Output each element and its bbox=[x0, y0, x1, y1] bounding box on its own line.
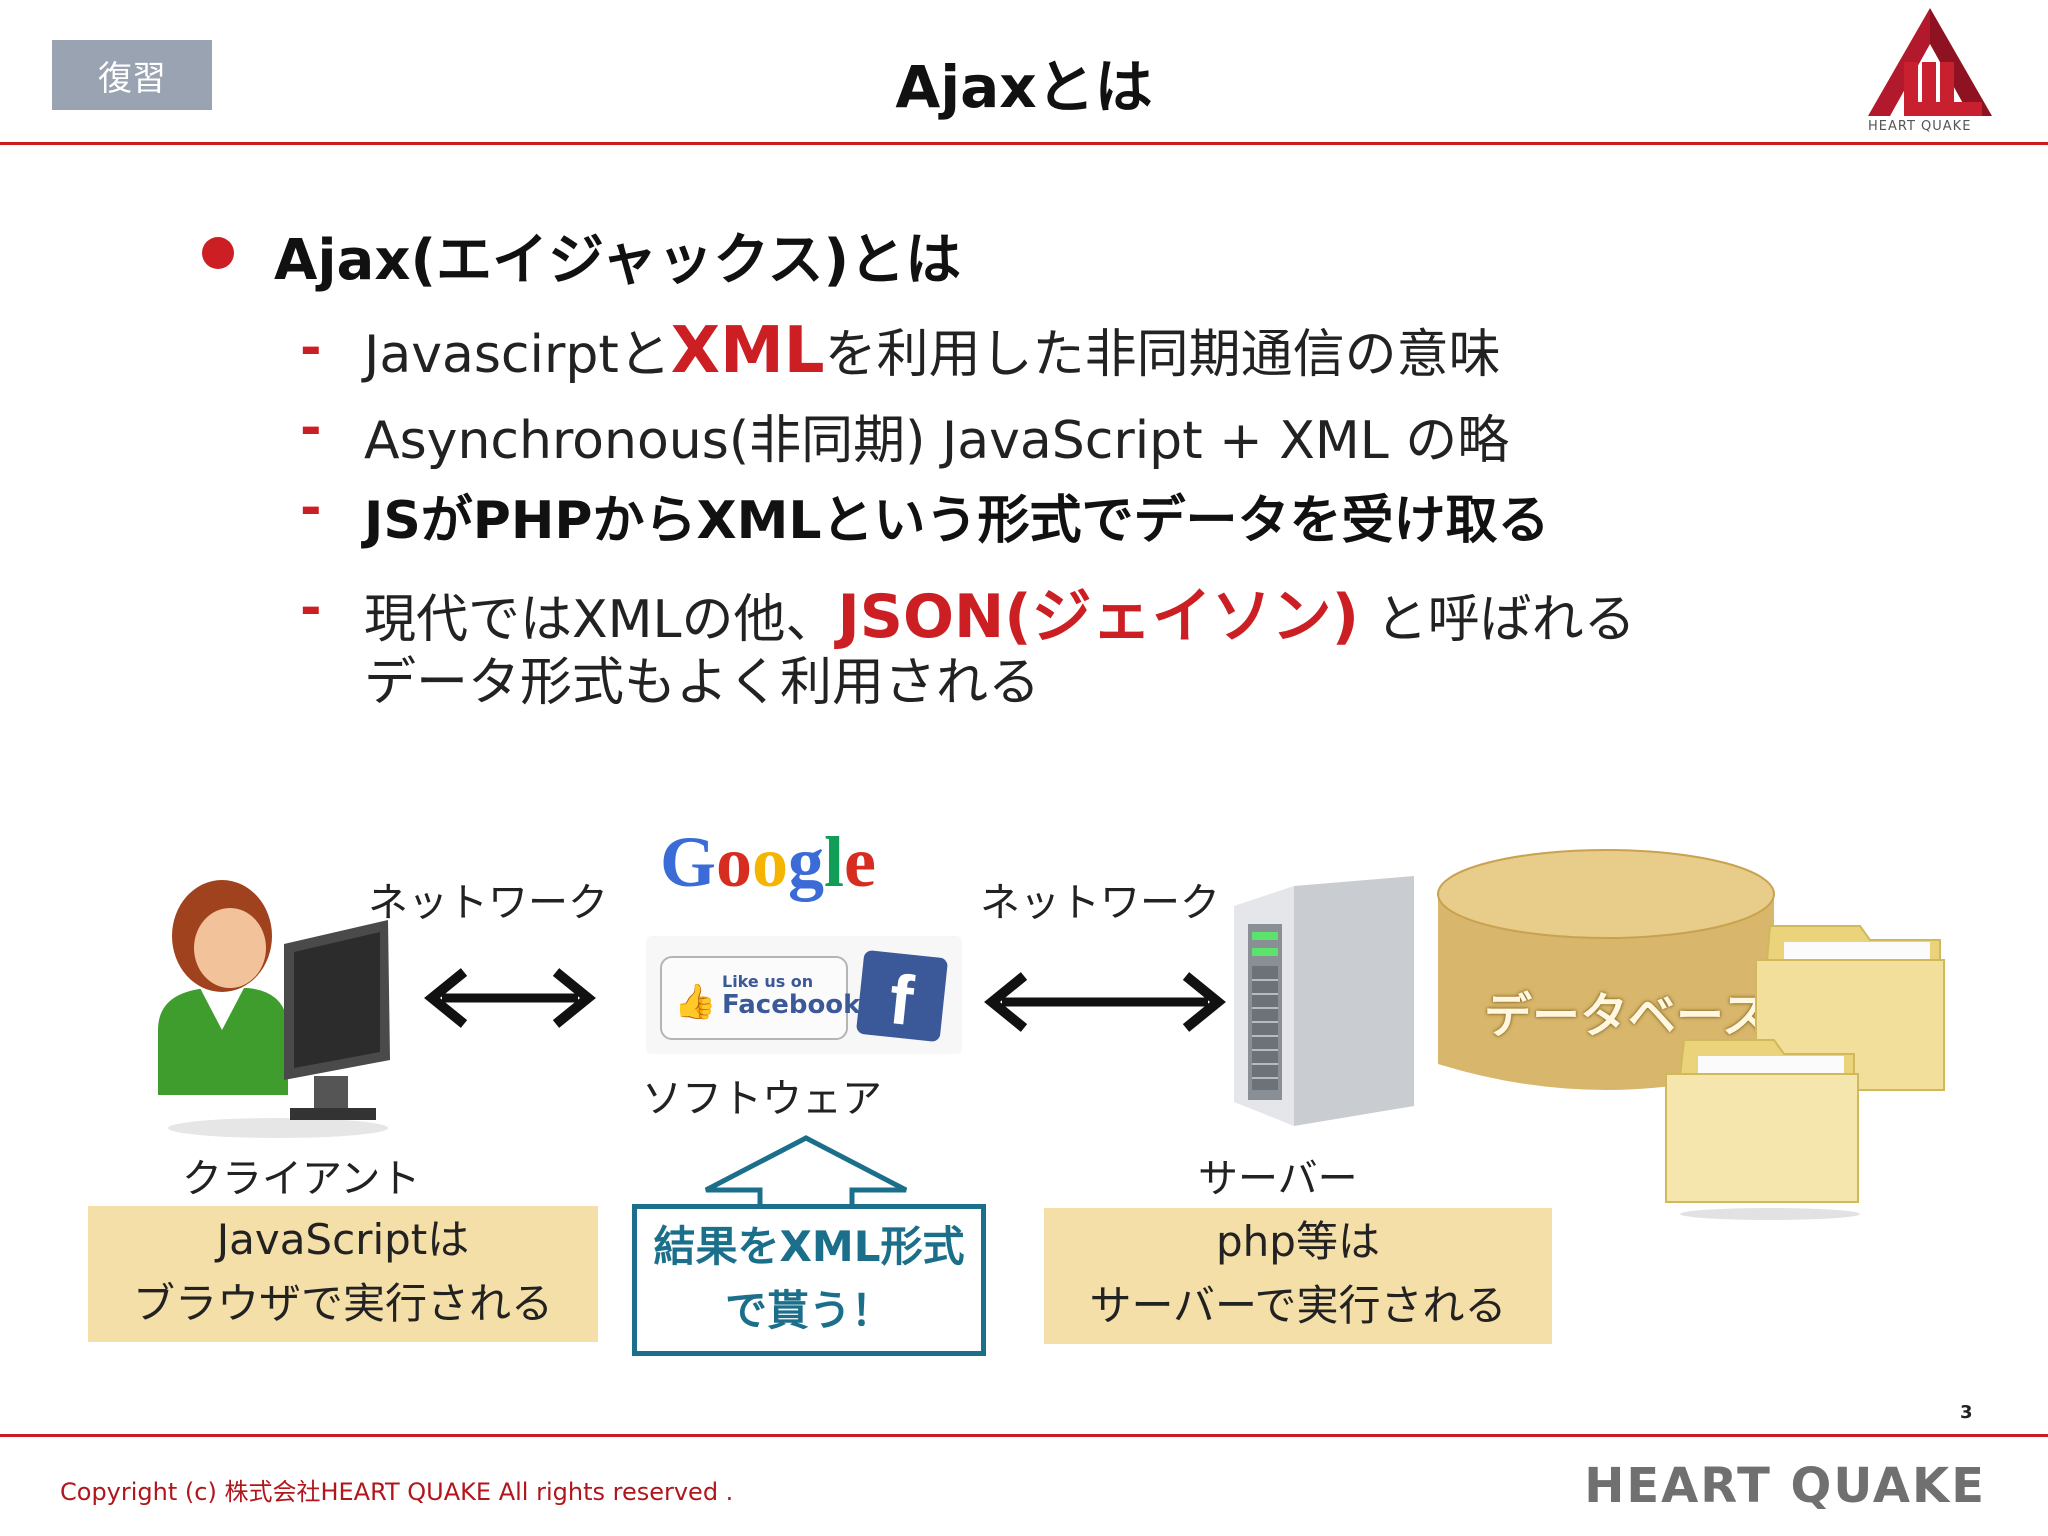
heart-quake-logo-icon bbox=[1868, 8, 1992, 116]
like-us-button: 👍 Like us on Facebook bbox=[660, 956, 860, 1040]
client-box-line1: JavaScriptは bbox=[216, 1215, 470, 1264]
bullet-item-1: JavascirptとXMLを利用した非同期通信の意味 bbox=[364, 312, 1501, 388]
like-big-text: Facebook bbox=[722, 990, 861, 1020]
server-icon bbox=[1234, 876, 1414, 1126]
result-box-line2: で貰う！ bbox=[724, 1286, 893, 1335]
client-box-line2: ブラウザで実行される bbox=[132, 1279, 553, 1328]
facebook-icon: f bbox=[855, 949, 949, 1043]
bullet-item-4: 現代ではXMLの他、JSON(ジェイソン) と呼ばれる bbox=[364, 568, 1636, 655]
page-number: 3 bbox=[1960, 1402, 1973, 1423]
bidirectional-arrow-icon bbox=[984, 972, 1226, 1032]
result-box: 結果をXML形式 で貰う！ bbox=[632, 1204, 986, 1356]
footer-brand: HEART QUAKE bbox=[1584, 1458, 1986, 1514]
top-rule bbox=[0, 142, 2048, 145]
software-label: ソフトウェア bbox=[642, 1076, 882, 1122]
like-small-text: Like us on bbox=[722, 972, 814, 991]
network-left-label: ネットワーク bbox=[368, 880, 608, 926]
thumbs-up-icon: 👍 bbox=[674, 982, 717, 1022]
bullet-dot-icon bbox=[202, 237, 234, 269]
dash-icon: - bbox=[300, 318, 322, 378]
result-box-line1: 結果をXML形式 bbox=[653, 1222, 965, 1271]
google-logo-icon: Google bbox=[660, 822, 876, 902]
bottom-rule bbox=[0, 1434, 2048, 1437]
dash-icon: - bbox=[300, 398, 322, 458]
item-4-post: と呼ばれる bbox=[1359, 590, 1636, 650]
copyright-text: Copyright (c) 株式会社HEART QUAKE All rights… bbox=[60, 1478, 734, 1506]
server-label: サーバー bbox=[1198, 1156, 1358, 1202]
bullet-item-2: Asynchronous(非同期) JavaScript + XML の略 bbox=[364, 411, 1510, 471]
item-1-emphasis: XML bbox=[670, 314, 825, 388]
item-1-post: を利用した非同期通信の意味 bbox=[824, 325, 1501, 385]
bullet-item-4-line2: データ形式もよく利用される bbox=[364, 653, 1041, 713]
bidirectional-arrow-icon bbox=[424, 968, 596, 1028]
server-box-line2: サーバーで実行される bbox=[1089, 1281, 1507, 1330]
item-4-emphasis: JSON(ジェイソン) bbox=[837, 582, 1360, 652]
client-info-box: JavaScriptは ブラウザで実行される bbox=[88, 1206, 598, 1342]
bullet-item-3: JSがPHPからXMLという形式でデータを受け取る bbox=[364, 491, 1550, 551]
client-user-icon bbox=[158, 880, 390, 1138]
logo-text: HEART QUAKE bbox=[1868, 119, 1972, 134]
item-4-pre: 現代ではXMLの他、 bbox=[364, 590, 838, 650]
dash-icon: - bbox=[300, 478, 322, 538]
database-label: データベース bbox=[1484, 988, 1770, 1044]
network-right-label: ネットワーク bbox=[980, 880, 1220, 926]
item-1-pre: Javascirptと bbox=[364, 325, 671, 385]
folder-icon bbox=[1664, 925, 1945, 1220]
server-box-line1: php等は bbox=[1216, 1217, 1380, 1266]
review-tag: 復習 bbox=[52, 40, 212, 110]
slide-title: Ajaxとは bbox=[895, 53, 1153, 121]
dash-icon: - bbox=[300, 578, 322, 638]
bullet-heading: Ajax(エイジャックス)とは bbox=[274, 228, 962, 293]
server-info-box: php等は サーバーで実行される bbox=[1044, 1208, 1552, 1344]
client-label: クライアント bbox=[182, 1156, 421, 1202]
svg-text:Google: Google bbox=[660, 822, 876, 902]
